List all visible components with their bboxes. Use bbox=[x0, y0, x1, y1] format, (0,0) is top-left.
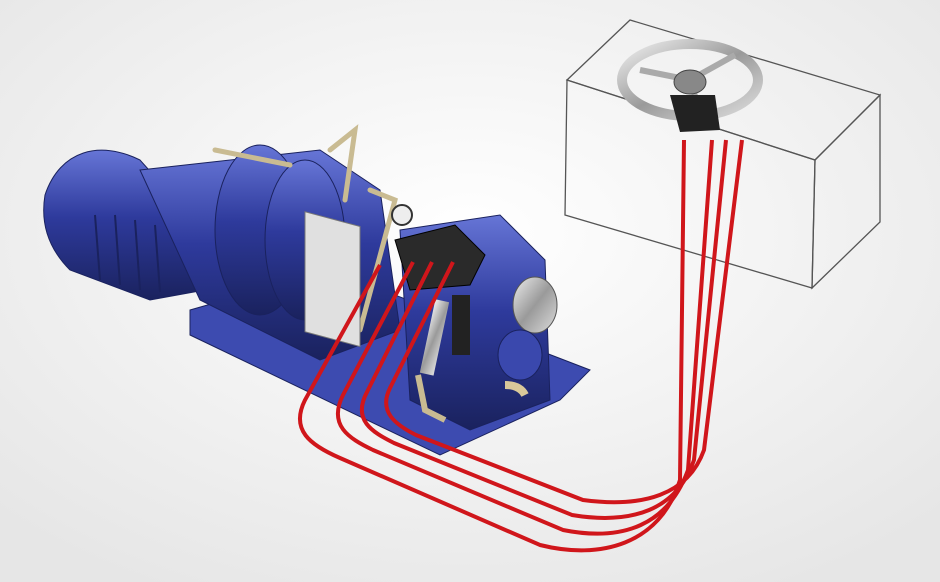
hose-2 bbox=[335, 139, 714, 536]
helm-pump bbox=[670, 95, 720, 132]
steering-wheel bbox=[617, 39, 763, 132]
helm-box bbox=[564, 19, 882, 290]
output-flange bbox=[512, 276, 558, 334]
hose-4 bbox=[384, 139, 744, 505]
nozzle-ribs bbox=[94, 214, 161, 293]
hose-1 bbox=[298, 139, 686, 553]
hose-3 bbox=[359, 139, 728, 520]
hydraulic-hoses bbox=[298, 139, 744, 553]
valve-block bbox=[394, 224, 486, 291]
hydraulic-cylinder bbox=[419, 299, 450, 376]
hydraulic-filter bbox=[452, 295, 470, 355]
bracket-plate bbox=[304, 211, 361, 348]
pipe-elbow bbox=[504, 381, 529, 398]
gearbox-cover bbox=[497, 329, 543, 381]
pressure-gauge bbox=[391, 204, 413, 226]
lower-lever bbox=[415, 374, 447, 423]
